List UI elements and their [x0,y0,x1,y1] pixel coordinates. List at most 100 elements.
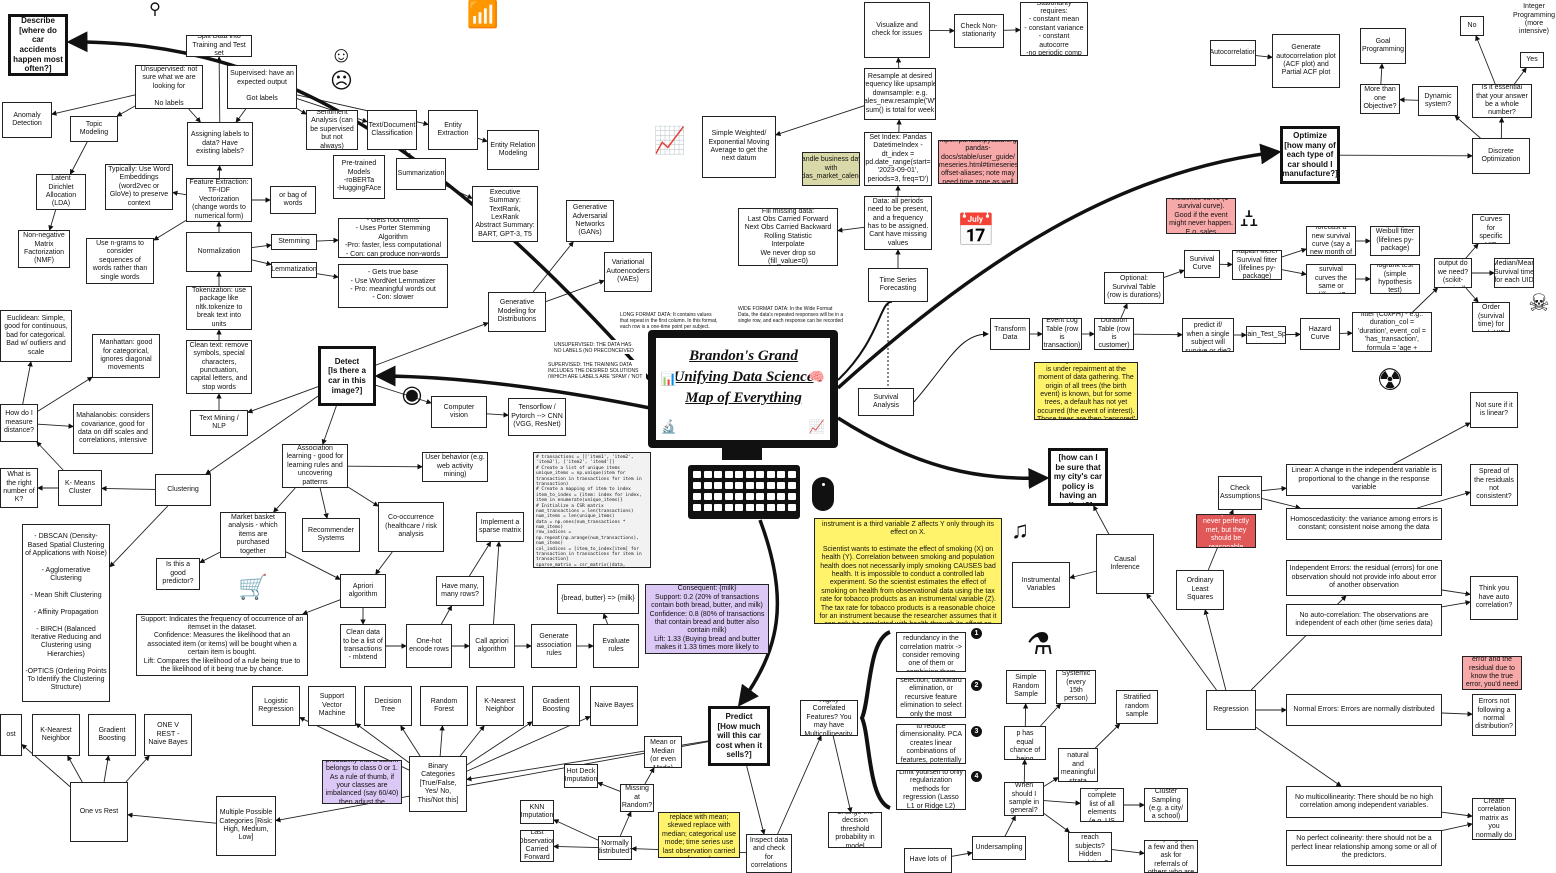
edge-homoscedasticity-to-spread-residuals [1417,490,1471,509]
keyboard-key [693,504,701,511]
edge-no-multicol-to-create-corr [1441,811,1473,819]
edge-clustering-to-k-means [101,485,156,492]
edge-more-than-one-to-goal-prog [1379,63,1385,85]
node-instrumental: Instrumental Variables [1012,562,1070,608]
node-systemic: Systemic (every 15th person) [1056,670,1096,704]
node-nmf: Non-negative Matrix Factorization (NMF) [18,230,70,268]
node-tokenization: Tokenization: use package like nltk.toke… [186,286,252,330]
multicollinearity-brace [859,630,892,810]
edge-when-sample-to-hard-reach [1043,813,1071,833]
edge-normalization-to-stemming [251,242,272,249]
keyboard-key [777,482,785,489]
node-pandas-link: https://pandas.pydata.org/ pandas-docs/s… [938,140,1018,184]
node-survival-analysis: Survival Analysis [858,388,914,416]
keyboard-key [756,504,764,511]
edge-hard-reach-to-snowballing [1111,849,1145,856]
edge-kaplan-to-forecast-curve [1281,247,1307,258]
node-predict: Predict [How much will this car cost whe… [708,706,770,766]
node-essential-whole: Is it essential that your answer be a wh… [1472,84,1532,118]
node-discrete-opt: Discrete Optimization [1472,138,1530,174]
node-assign-labels: Assigning labels to data? Have existing … [187,122,253,166]
node-logistic: Logistic Regression [252,686,300,726]
edge-gen-modeling-to-vaes [545,279,605,302]
node-computer-vision: Computer vision [431,396,487,428]
node-grad-boost: Gradient Boosting [532,686,580,726]
edge-association-to-recommender [319,487,329,519]
node-check-assumptions: Check Assumptions [1218,476,1262,510]
edge-regression-to-no-multicol [1255,726,1342,787]
edge-how-measure-to-manhattan [37,376,93,412]
node-n-grams: Use n-grams to consider sequences of wor… [86,238,154,284]
edge-when-sample-to-population [1043,777,1059,787]
keyboard-key [703,471,712,478]
node-yes-node: Yes [1520,52,1544,68]
node-inspect-data: Inspect data and check for correlations [746,834,792,873]
keyboard-key [766,471,775,478]
node-ovr-nb: ONE V REST - Naive Bayes [144,714,192,756]
edge-entity-extract-to-entity-relation [477,137,488,143]
node-good-predictor: Is this a good predictor? [156,558,200,590]
edge-data-periods-to-fill-missing [837,226,865,233]
edge-association-to-market-basket [273,487,296,513]
node-undersampling: Undersampling [972,836,1026,860]
edge-binary-cat-to-svm [355,723,410,764]
node-errors-not-normal: Errors not following a normal distributi… [1472,694,1516,736]
keyboard-key [756,493,764,500]
edge-one-vs-rest-to-knn-left [67,755,83,783]
edge-one-vs-rest-to-ovr-nb [125,755,150,783]
node-spread-residuals: Spread of the residuals not consistent? [1470,464,1518,506]
node-market-basket: Market basket analysis - which items are… [220,512,286,558]
monitor-microscope-icon: 🔬 [660,419,678,434]
node-resample: Resample at desired frequency like upsam… [864,68,936,120]
node-kaplan: Kaplan-Meier Survival fitter (lifelines … [1232,250,1282,280]
node-unsupervised: Unsupervised: not sure what we are looki… [135,65,203,109]
edge-missing-random-to-col-mean [644,767,655,785]
shopping-cart-icon: 🛒 [238,573,268,601]
keyboard-key [787,482,796,489]
node-median-mean: Median/Mean Survival time for each UID [1494,258,1534,288]
node-sparse-matrix: Implement a sparse matrix [476,512,524,542]
node-knn-impute: KNN Imputation [520,800,554,824]
keyboard-key [735,493,743,500]
node-causal-inference: Causal Inference [1096,534,1154,594]
node-stratified: Stratified random sample [1116,690,1158,724]
edge-independent-errors-to-think-autocorr [1441,589,1471,597]
keyboard-key [756,482,764,489]
edge-lda-to-nmf [48,209,57,231]
keyboard-key [735,482,743,489]
node-cluster-sampling: Cluster Sampling (e.g. a city/ a school) [1144,788,1188,822]
edge-causal-inference-to-instrumental [1069,570,1097,580]
node-summarization: Summarization [396,158,446,190]
node-eval-rules: Evaluate rules [593,624,639,668]
edge-normally-dist-to-missing-random [619,811,632,837]
node-goal-prog: Goal Programming [1360,28,1406,64]
edge-unsupervised-to-assign-labels [188,108,201,123]
node-dynamic-sys: Dynamic system? [1418,86,1458,116]
edge-population-to-stratified [1094,723,1121,749]
node-antecedent: Antecedent: {bread, butter} Consequent: … [645,584,769,654]
edge-k-means-to-how-measure [36,441,64,471]
keyboard-key [777,471,785,478]
map-title: Brandon's Grand Unifying Data Science Ma… [673,348,814,406]
edge-supervised-to-assign-labels [235,108,247,123]
survival-to-transform-arrow [913,331,989,403]
monitor-chart-icon: 📊 [660,371,678,386]
edge-when-sample-to-too-hard [1043,800,1081,806]
edge-kaplan-to-two-curves [1281,269,1307,277]
node-simple-random: Simple Random Sample [1006,670,1046,704]
edge-what-output-to-survival-uid [1465,243,1479,259]
edge-association-to-co-occurrence [347,486,379,507]
edge-normally-dist-to-knn-impute [553,819,599,841]
node-user-behavior: User behavior (e.g. web activity mining) [422,452,488,482]
node-every-element: Every element of p has equal chance of b… [1004,726,1046,760]
monitor-screen: Brandon's Grand Unifying Data Science Ma… [656,338,830,440]
node-k-means: K- Means Cluster [58,470,102,506]
node-assumptions-never: Assumptions are never perfectly met, but… [1196,514,1256,548]
node-fill-missing: Fill missing data: Last Obs Carried Forw… [738,208,838,266]
edge-detect-to-clustering [205,395,319,475]
node-normalization: Normalization [186,232,252,272]
keyboard-key [724,493,733,500]
edge-stemming-to-root-forms [316,237,339,244]
node-train-test: Train_Test_Split [1246,326,1286,344]
camera-lens-icon: ◉ [401,380,423,408]
